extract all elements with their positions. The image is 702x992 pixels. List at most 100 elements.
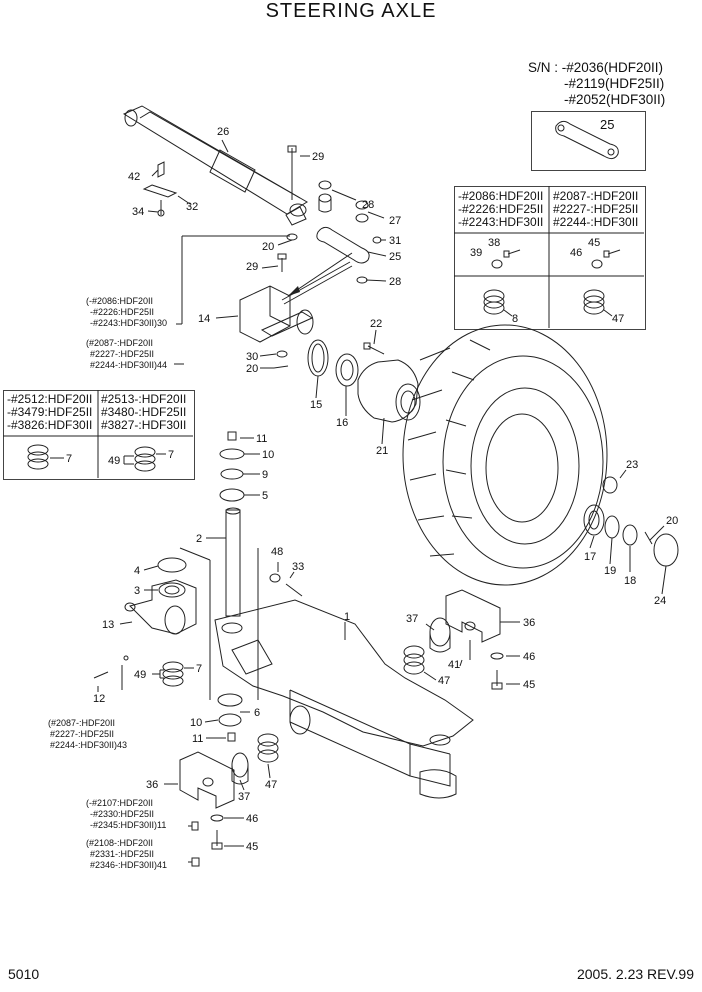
variant-line: -#2226:HDF25II — [458, 202, 544, 216]
page-number: 5010 — [8, 966, 40, 982]
variant-line: #3827-:HDF30II — [101, 418, 187, 432]
part-label: 46 — [246, 813, 258, 825]
part-label: 20 — [262, 241, 274, 253]
part-label: 19 — [604, 565, 616, 577]
variant-line: -#2512:HDF20II — [7, 392, 93, 406]
part-label: 49 — [134, 669, 146, 681]
note-line: #2244-:HDF30II)43 — [50, 740, 127, 750]
part-label: 5 — [262, 490, 268, 502]
part-label: 32 — [186, 201, 198, 213]
part-label: 29 — [312, 151, 324, 163]
box-part-label: 7 — [66, 453, 72, 465]
variant-line: #3480-:HDF25II — [101, 405, 187, 419]
part-label: 45 — [246, 841, 258, 853]
variant-right-text: #2513-:HDF20II #3480-:HDF25II #3827-:HDF… — [101, 393, 186, 432]
note-line: #2346-:HDF30II)41 — [90, 860, 167, 870]
part-label: 37 — [238, 791, 250, 803]
serial-line: S/N : -#2036(HDF20II) — [528, 60, 664, 75]
serial-part-box — [531, 111, 646, 171]
box-part-label: 38 — [488, 237, 500, 249]
note-line: #2331-:HDF25II — [90, 849, 154, 859]
part-label: 16 — [336, 417, 348, 429]
serial-line: -#2052(HDF30II) — [564, 92, 666, 107]
serial-note: S/N : -#2036(HDF20II) -#2119(HDF25II) -#… — [528, 60, 665, 108]
note-line: (#2108-:HDF20II — [86, 838, 153, 848]
part-label: 14 — [198, 313, 210, 325]
box-part-label: 45 — [588, 237, 600, 249]
part-label: 2 — [196, 533, 202, 545]
part-label: 6 — [254, 707, 260, 719]
note-line: #2227-:HDF25II — [50, 729, 114, 739]
part-label: 15 — [310, 399, 322, 411]
variant-left-text: -#2086:HDF20II -#2226:HDF25II -#2243:HDF… — [458, 190, 543, 229]
part-label: 45 — [523, 679, 535, 691]
part-label: 29 — [246, 261, 258, 273]
variant-right-text: #2087-:HDF20II #2227-:HDF25II #2244-:HDF… — [553, 190, 638, 229]
box-part-label: 49 — [108, 455, 120, 467]
part-label: 17 — [584, 551, 596, 563]
part-label: 30 — [246, 351, 258, 363]
variant-line: -#2243:HDF30II — [458, 215, 544, 229]
part-labels: 26 29 42 32 34 28 27 31 25 28 20 29 14 2… — [93, 126, 678, 853]
note-line: -#2226:HDF25II — [90, 307, 154, 317]
part-label: 24 — [654, 595, 666, 607]
variant-line: #2087-:HDF20II — [553, 189, 639, 203]
part-label: 20 — [666, 515, 678, 527]
note-line: (#2087-:HDF20II — [48, 718, 115, 728]
part-label: 25 — [389, 251, 401, 263]
note-11: (-#2107:HDF20II -#2330:HDF25II -#2345:HD… — [86, 798, 166, 830]
part-label: 28 — [389, 276, 401, 288]
variant-line: -#3479:HDF25II — [7, 405, 93, 419]
part-label: 10 — [262, 449, 274, 461]
part-label: 47 — [438, 675, 450, 687]
note-line: (#2087-:HDF20II — [86, 338, 153, 348]
part-label: 36 — [523, 617, 535, 629]
box-part-label: 7 — [168, 449, 174, 461]
box-part-label: 46 — [570, 247, 582, 259]
note-line: #2227-:HDF25II — [90, 349, 154, 359]
note-line: #2244-:HDF30II)44 — [90, 360, 167, 370]
box-part-label: 47 — [612, 313, 624, 325]
part-label: 18 — [624, 575, 636, 587]
part-label: 3 — [134, 585, 140, 597]
part-label: 27 — [389, 215, 401, 227]
part-label: 13 — [102, 619, 114, 631]
variant-line: #2227-:HDF25II — [553, 202, 639, 216]
note-line: -#2243:HDF30II)30 — [90, 318, 167, 328]
note-line: (-#2086:HDF20II — [86, 296, 153, 306]
part-label: 36 — [146, 779, 158, 791]
part-label: 41 — [448, 659, 460, 671]
part-label: 37 — [406, 613, 418, 625]
part-label: 11 — [192, 733, 203, 745]
part-label: 12 — [93, 693, 105, 705]
note-43: (#2087-:HDF20II #2227-:HDF25II #2244-:HD… — [48, 718, 127, 750]
part-label: 31 — [389, 235, 401, 247]
part-label: 10 — [190, 717, 202, 729]
note-line: (-#2107:HDF20II — [86, 798, 153, 808]
part-label: 11 — [256, 433, 267, 445]
part-label: 42 — [128, 171, 140, 183]
part-label: 46 — [523, 651, 535, 663]
variant-box-right — [454, 186, 646, 330]
variant-line: -#3826:HDF30II — [7, 418, 93, 432]
serial-part-label: 25 — [600, 117, 615, 132]
variant-left-text: -#2512:HDF20II -#3479:HDF25II -#3826:HDF… — [7, 393, 92, 432]
part-label: 21 — [376, 445, 388, 457]
variant-line: #2513-:HDF20II — [101, 392, 187, 406]
serial-line: -#2119(HDF25II) — [564, 76, 665, 91]
revision-date: 2005. 2.23 REV.99 — [576, 966, 694, 982]
part-label: 20 — [246, 363, 258, 375]
part-label: 23 — [626, 459, 638, 471]
part-label: 33 — [292, 561, 304, 573]
part-label: 9 — [262, 469, 268, 481]
part-label: 26 — [217, 126, 229, 138]
part-label: 22 — [370, 318, 382, 330]
part-label: 7 — [196, 663, 202, 675]
variant-box-left — [3, 390, 195, 480]
note-line: -#2330:HDF25II — [90, 809, 154, 819]
variant-line: #2244-:HDF30II — [553, 215, 639, 229]
part-label: 28 — [362, 199, 374, 211]
box-part-label: 8 — [512, 313, 518, 325]
box-part-label: 39 — [470, 247, 482, 259]
part-label: 4 — [134, 565, 140, 577]
